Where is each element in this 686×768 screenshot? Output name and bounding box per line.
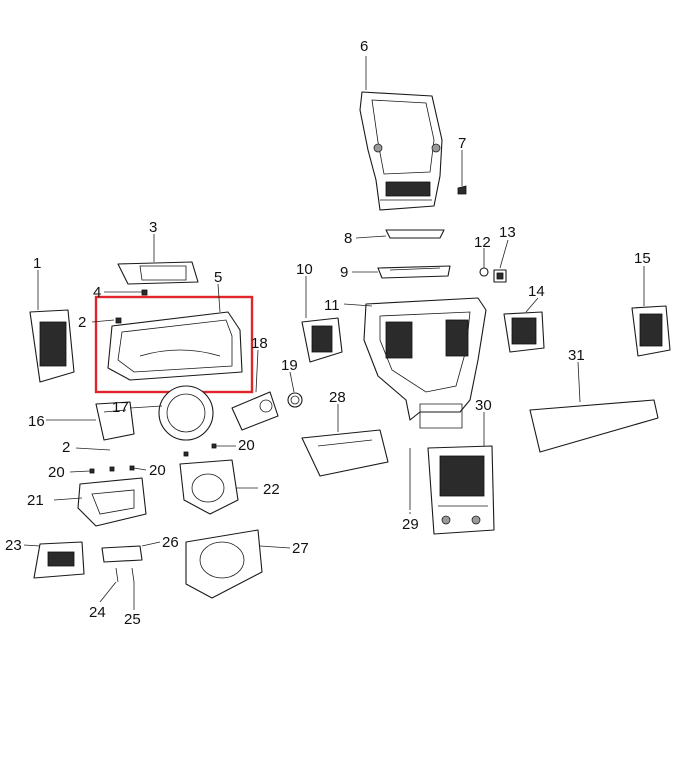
callout-22: 22 <box>263 481 280 498</box>
callout-3: 3 <box>149 219 157 236</box>
part-27-lower-column-shroud <box>185 529 263 599</box>
callout-11: 11 <box>324 297 340 314</box>
part-25-screw <box>131 567 135 583</box>
part-9-bracket <box>377 265 451 279</box>
callout-20b: 20 <box>48 464 65 481</box>
part-11-center-stack-bezel <box>363 297 487 429</box>
callout-28: 28 <box>329 389 346 406</box>
callout-1: 1 <box>33 255 41 272</box>
part-8-trim-strip <box>385 229 445 239</box>
part-30-lower-center-stack <box>427 445 495 535</box>
callout-2: 2 <box>78 314 86 331</box>
part-16-lower-panel <box>95 401 135 441</box>
callout-4: 4 <box>93 284 101 301</box>
part-12-switch <box>479 267 489 277</box>
callout-27: 27 <box>292 540 309 557</box>
part-15-side-vent <box>631 305 671 357</box>
part-19-knob <box>287 392 303 408</box>
part-6-screen-bezel <box>359 91 443 211</box>
part-4-clip <box>141 289 148 296</box>
part-3-hood-trim <box>117 261 199 285</box>
callout-20a: 20 <box>238 437 255 454</box>
part-18-switch-panel <box>231 391 279 431</box>
part-20-clips <box>89 443 217 474</box>
callout-21: 21 <box>27 492 44 509</box>
callout-16: 16 <box>28 413 45 430</box>
part-17-column-ring <box>158 385 214 441</box>
callout-17: 17 <box>112 399 129 416</box>
part-2-clip <box>115 317 122 324</box>
callout-25: 25 <box>124 611 141 628</box>
callout-14: 14 <box>528 283 545 300</box>
part-10-vent <box>301 317 343 363</box>
part-13-switch <box>493 269 507 283</box>
part-14-vent <box>503 311 545 353</box>
callout-labels: 1 2 3 4 5 6 7 8 9 10 11 12 13 14 15 16 1… <box>5 38 651 628</box>
part-26-panel <box>101 545 143 563</box>
part-22-column-cover <box>179 459 239 515</box>
callout-12: 12 <box>474 234 491 251</box>
callout-20c: 20 <box>149 462 166 479</box>
callout-2b: 2 <box>62 439 70 456</box>
part-23-switch-bezel <box>33 541 85 579</box>
callout-10: 10 <box>296 261 313 278</box>
callout-7: 7 <box>458 135 466 152</box>
callout-30: 30 <box>475 397 492 414</box>
callout-26: 26 <box>162 534 179 551</box>
part-7-screw <box>457 185 467 195</box>
callout-5: 5 <box>214 269 222 286</box>
callout-24: 24 <box>89 604 106 621</box>
callout-19: 19 <box>281 357 298 374</box>
callout-29: 29 <box>402 516 419 533</box>
callout-31: 31 <box>568 347 585 364</box>
callout-9: 9 <box>340 264 348 281</box>
part-1-left-vent <box>29 309 75 383</box>
callout-6: 6 <box>360 38 368 55</box>
callout-8: 8 <box>344 230 352 247</box>
part-24-screw <box>115 567 119 583</box>
callout-18: 18 <box>251 335 268 352</box>
part-31-right-dash-panel <box>529 399 659 453</box>
part-28-trim <box>301 429 389 477</box>
callout-13: 13 <box>499 224 516 241</box>
part-5-cluster-bezel <box>107 311 243 381</box>
part-21-lower-shroud <box>77 477 147 527</box>
leader-lines <box>23 56 645 610</box>
callout-15: 15 <box>634 250 651 267</box>
callout-23: 23 <box>5 537 22 554</box>
